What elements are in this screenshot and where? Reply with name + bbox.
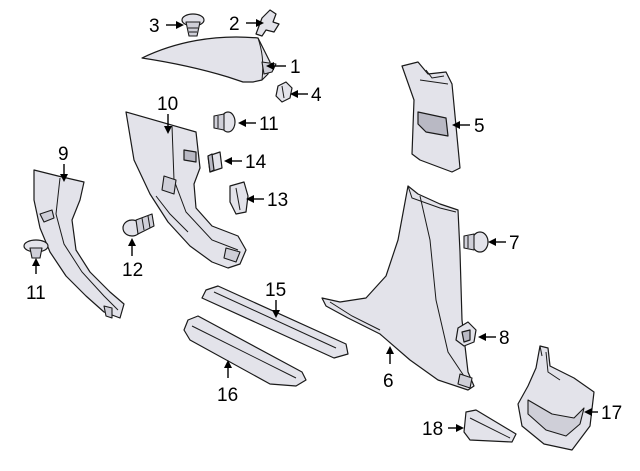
callout-3-label: 3 — [149, 16, 160, 37]
callout-6: 6 — [383, 346, 394, 392]
callout-10: 10 — [157, 94, 178, 134]
callout-12: 12 — [122, 238, 143, 281]
part-5-upper-pillar-trim — [401, 61, 461, 173]
callout-17-label: 17 — [601, 403, 622, 424]
callout-9: 9 — [58, 144, 69, 182]
callout-1: 1 — [266, 57, 301, 78]
callout-3: 3 — [149, 16, 184, 37]
part-11-push-pin-upper — [213, 111, 236, 133]
callout-14: 14 — [224, 152, 267, 173]
callout-1-label: 1 — [290, 57, 301, 78]
callout-11-lower-label: 11 — [26, 283, 46, 304]
callout-16-label: 16 — [217, 385, 238, 406]
callout-13: 13 — [246, 190, 288, 211]
callout-8: 8 — [478, 328, 510, 349]
callout-11-lower: 11 — [26, 258, 46, 304]
callout-11-upper-label: 11 — [259, 114, 279, 135]
callout-11-upper: 11 — [238, 114, 279, 135]
part-6-right-pillar-trim — [321, 185, 475, 391]
callout-4: 4 — [290, 85, 322, 106]
callout-8-label: 8 — [499, 328, 510, 349]
callout-7: 7 — [488, 233, 520, 254]
callout-16: 16 — [217, 360, 238, 406]
part-11-push-pin-lower — [23, 239, 49, 259]
part-18-small-trim — [463, 409, 517, 443]
part-8-clip — [455, 321, 477, 347]
callout-18: 18 — [422, 419, 464, 440]
callout-10-label: 10 — [157, 94, 178, 115]
part-12-screw — [122, 213, 155, 237]
part-2-clip — [255, 9, 280, 37]
callout-13-label: 13 — [267, 190, 288, 211]
part-17-guard — [517, 345, 595, 451]
part-16-sill-plate — [183, 315, 307, 387]
part-4-clip — [275, 81, 293, 103]
callout-15-label: 15 — [265, 280, 286, 301]
callout-9-label: 9 — [58, 144, 69, 165]
part-3-push-pin — [181, 13, 205, 37]
callout-18-label: 18 — [422, 419, 443, 440]
callout-7-label: 7 — [509, 233, 520, 254]
callout-14-label: 14 — [245, 152, 267, 173]
part-10-center-pillar-trim — [125, 111, 247, 269]
part-7-push-pin — [463, 231, 489, 253]
part-1-upper-trim-panel — [141, 36, 277, 83]
callout-4-label: 4 — [311, 85, 322, 106]
callout-6-label: 6 — [383, 371, 394, 392]
callout-5-label: 5 — [474, 116, 485, 137]
part-13-cover — [229, 181, 249, 215]
part-14-clip — [207, 151, 223, 173]
callout-2-label: 2 — [229, 14, 240, 35]
part-15-sill-plate — [201, 285, 349, 359]
callout-5: 5 — [452, 116, 485, 137]
callout-12-label: 12 — [122, 260, 143, 281]
callout-2: 2 — [229, 14, 264, 35]
callout-17: 17 — [584, 403, 622, 424]
callout-15: 15 — [265, 280, 286, 318]
